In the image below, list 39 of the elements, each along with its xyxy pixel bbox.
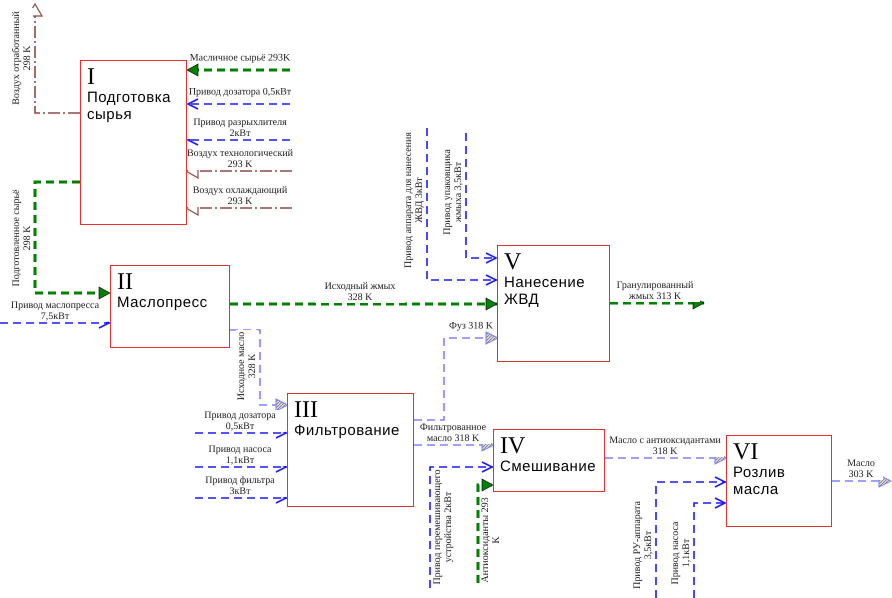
flow-arrow xyxy=(186,64,290,76)
stage-number: II xyxy=(117,270,133,294)
flow-arrow xyxy=(693,497,726,598)
flow-arrow xyxy=(230,329,288,412)
flow-arrow xyxy=(476,478,494,583)
stage-title: Маслопресс xyxy=(117,294,209,312)
stage-number: IV xyxy=(500,434,526,458)
edge-label: Фуз 318 K xyxy=(446,320,496,332)
flow-arrow xyxy=(429,461,493,588)
flow-arrow xyxy=(655,476,726,598)
flow-arrow xyxy=(33,180,110,300)
stage-title: Нанесение ЖВД xyxy=(504,274,586,308)
process-box xyxy=(726,435,832,527)
edge-label: Исходное масло 328 K xyxy=(236,330,258,402)
flow-arrow xyxy=(414,332,498,421)
stage-title: Розлив масла xyxy=(733,464,786,498)
stage-number: VI xyxy=(733,440,758,464)
flow-arrow xyxy=(187,98,290,110)
process-box xyxy=(497,245,610,362)
edge-label: Подготовленное сырьё 298 K xyxy=(11,188,33,288)
flow-arrow xyxy=(465,133,497,264)
stage-number: I xyxy=(87,65,95,89)
process-box xyxy=(110,265,230,348)
flow-arrow xyxy=(230,298,498,310)
edge-label: Привод перемешивающего устройства 2кВт xyxy=(432,468,454,586)
flow-arrow xyxy=(832,474,892,488)
stage-title: Подготовка сырья xyxy=(87,89,172,124)
edge-label: Исходный жмых 328 K xyxy=(315,281,405,303)
stage-title: Смешивание xyxy=(500,458,598,476)
process-box xyxy=(493,429,605,492)
edge-label: Воздух технологический 293 K xyxy=(185,148,295,170)
stage-number: V xyxy=(504,250,522,274)
edge-label: Гранулированный жмых 313 K xyxy=(610,280,700,302)
stage-title: Фильтрование xyxy=(294,422,401,440)
process-box xyxy=(287,393,414,507)
stage-number: III xyxy=(294,398,318,422)
process-box xyxy=(80,60,187,225)
flow-arrow xyxy=(426,128,497,286)
edge-label: Антиоксиданты 293 K xyxy=(480,495,502,585)
